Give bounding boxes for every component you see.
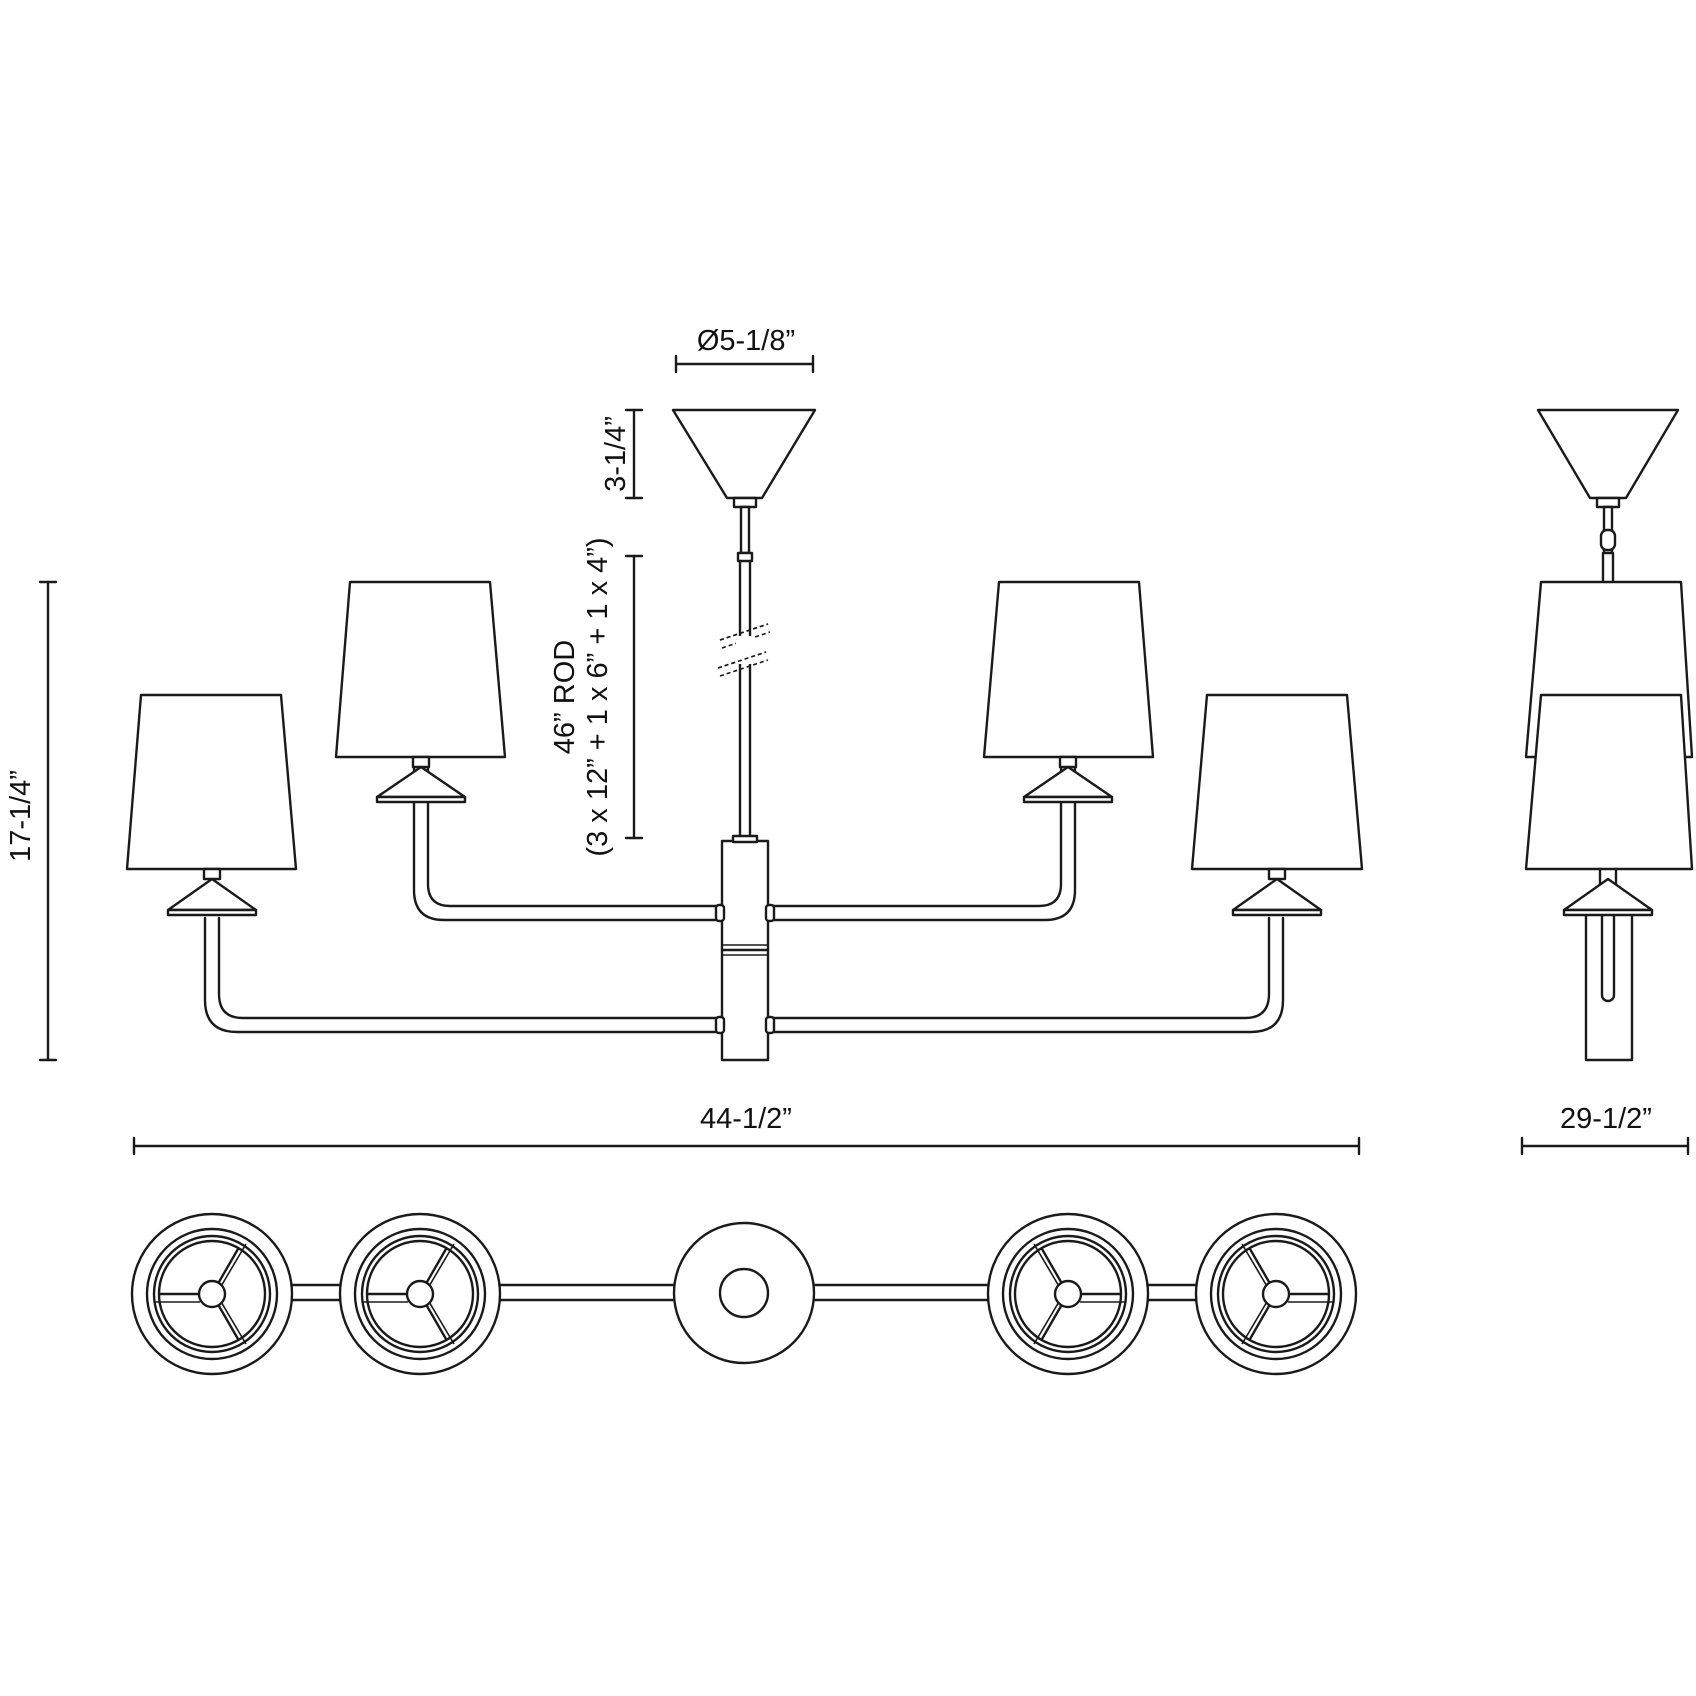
lower-arm-right-inner: [766, 916, 1271, 1020]
rod: [717, 505, 771, 842]
top-view: [130, 1212, 1358, 1376]
fixture-width-label: 44-1/2”: [700, 1103, 792, 1135]
side-view: [1524, 408, 1694, 1062]
top-shade-2: [338, 1212, 502, 1376]
center-body: [720, 834, 770, 1062]
top-shade-1: [130, 1212, 294, 1376]
canopy: [671, 408, 817, 509]
lamp-shade-1: [125, 693, 298, 917]
fixture-height-label: 17-1/4”: [5, 770, 37, 862]
canopy-diameter-label: Ø5-1/8”: [697, 325, 795, 357]
front-view: [125, 408, 1364, 1062]
side-shade-front: [1524, 693, 1694, 871]
canopy-height-label: 3-1/4”: [600, 416, 632, 492]
rod-breakdown-label: (3 x 12” + 1 x 6” + 1 x 4”): [582, 537, 614, 856]
lower-arm-left: [203, 916, 724, 1034]
upper-arm-right-inner: [766, 703, 1063, 908]
top-canopy: [672, 1221, 816, 1365]
lamp-shade-2: [334, 580, 507, 804]
lamp-shade-3: [982, 580, 1155, 804]
top-shade-4: [1194, 1212, 1358, 1376]
lower-arm-left-inner: [217, 916, 724, 1020]
lamp-shade-4: [1190, 693, 1364, 917]
top-shade-3: [986, 1212, 1150, 1376]
upper-arm-left: [412, 703, 724, 922]
upper-arm-left-inner: [426, 703, 724, 908]
rod-length-label: 46” ROD: [549, 640, 581, 754]
lower-arm-right: [766, 916, 1285, 1034]
fixture-depth-label: 29-1/2”: [1560, 1103, 1652, 1135]
upper-arm-right: [766, 703, 1077, 922]
dimension-lines: [38, 354, 1690, 1156]
